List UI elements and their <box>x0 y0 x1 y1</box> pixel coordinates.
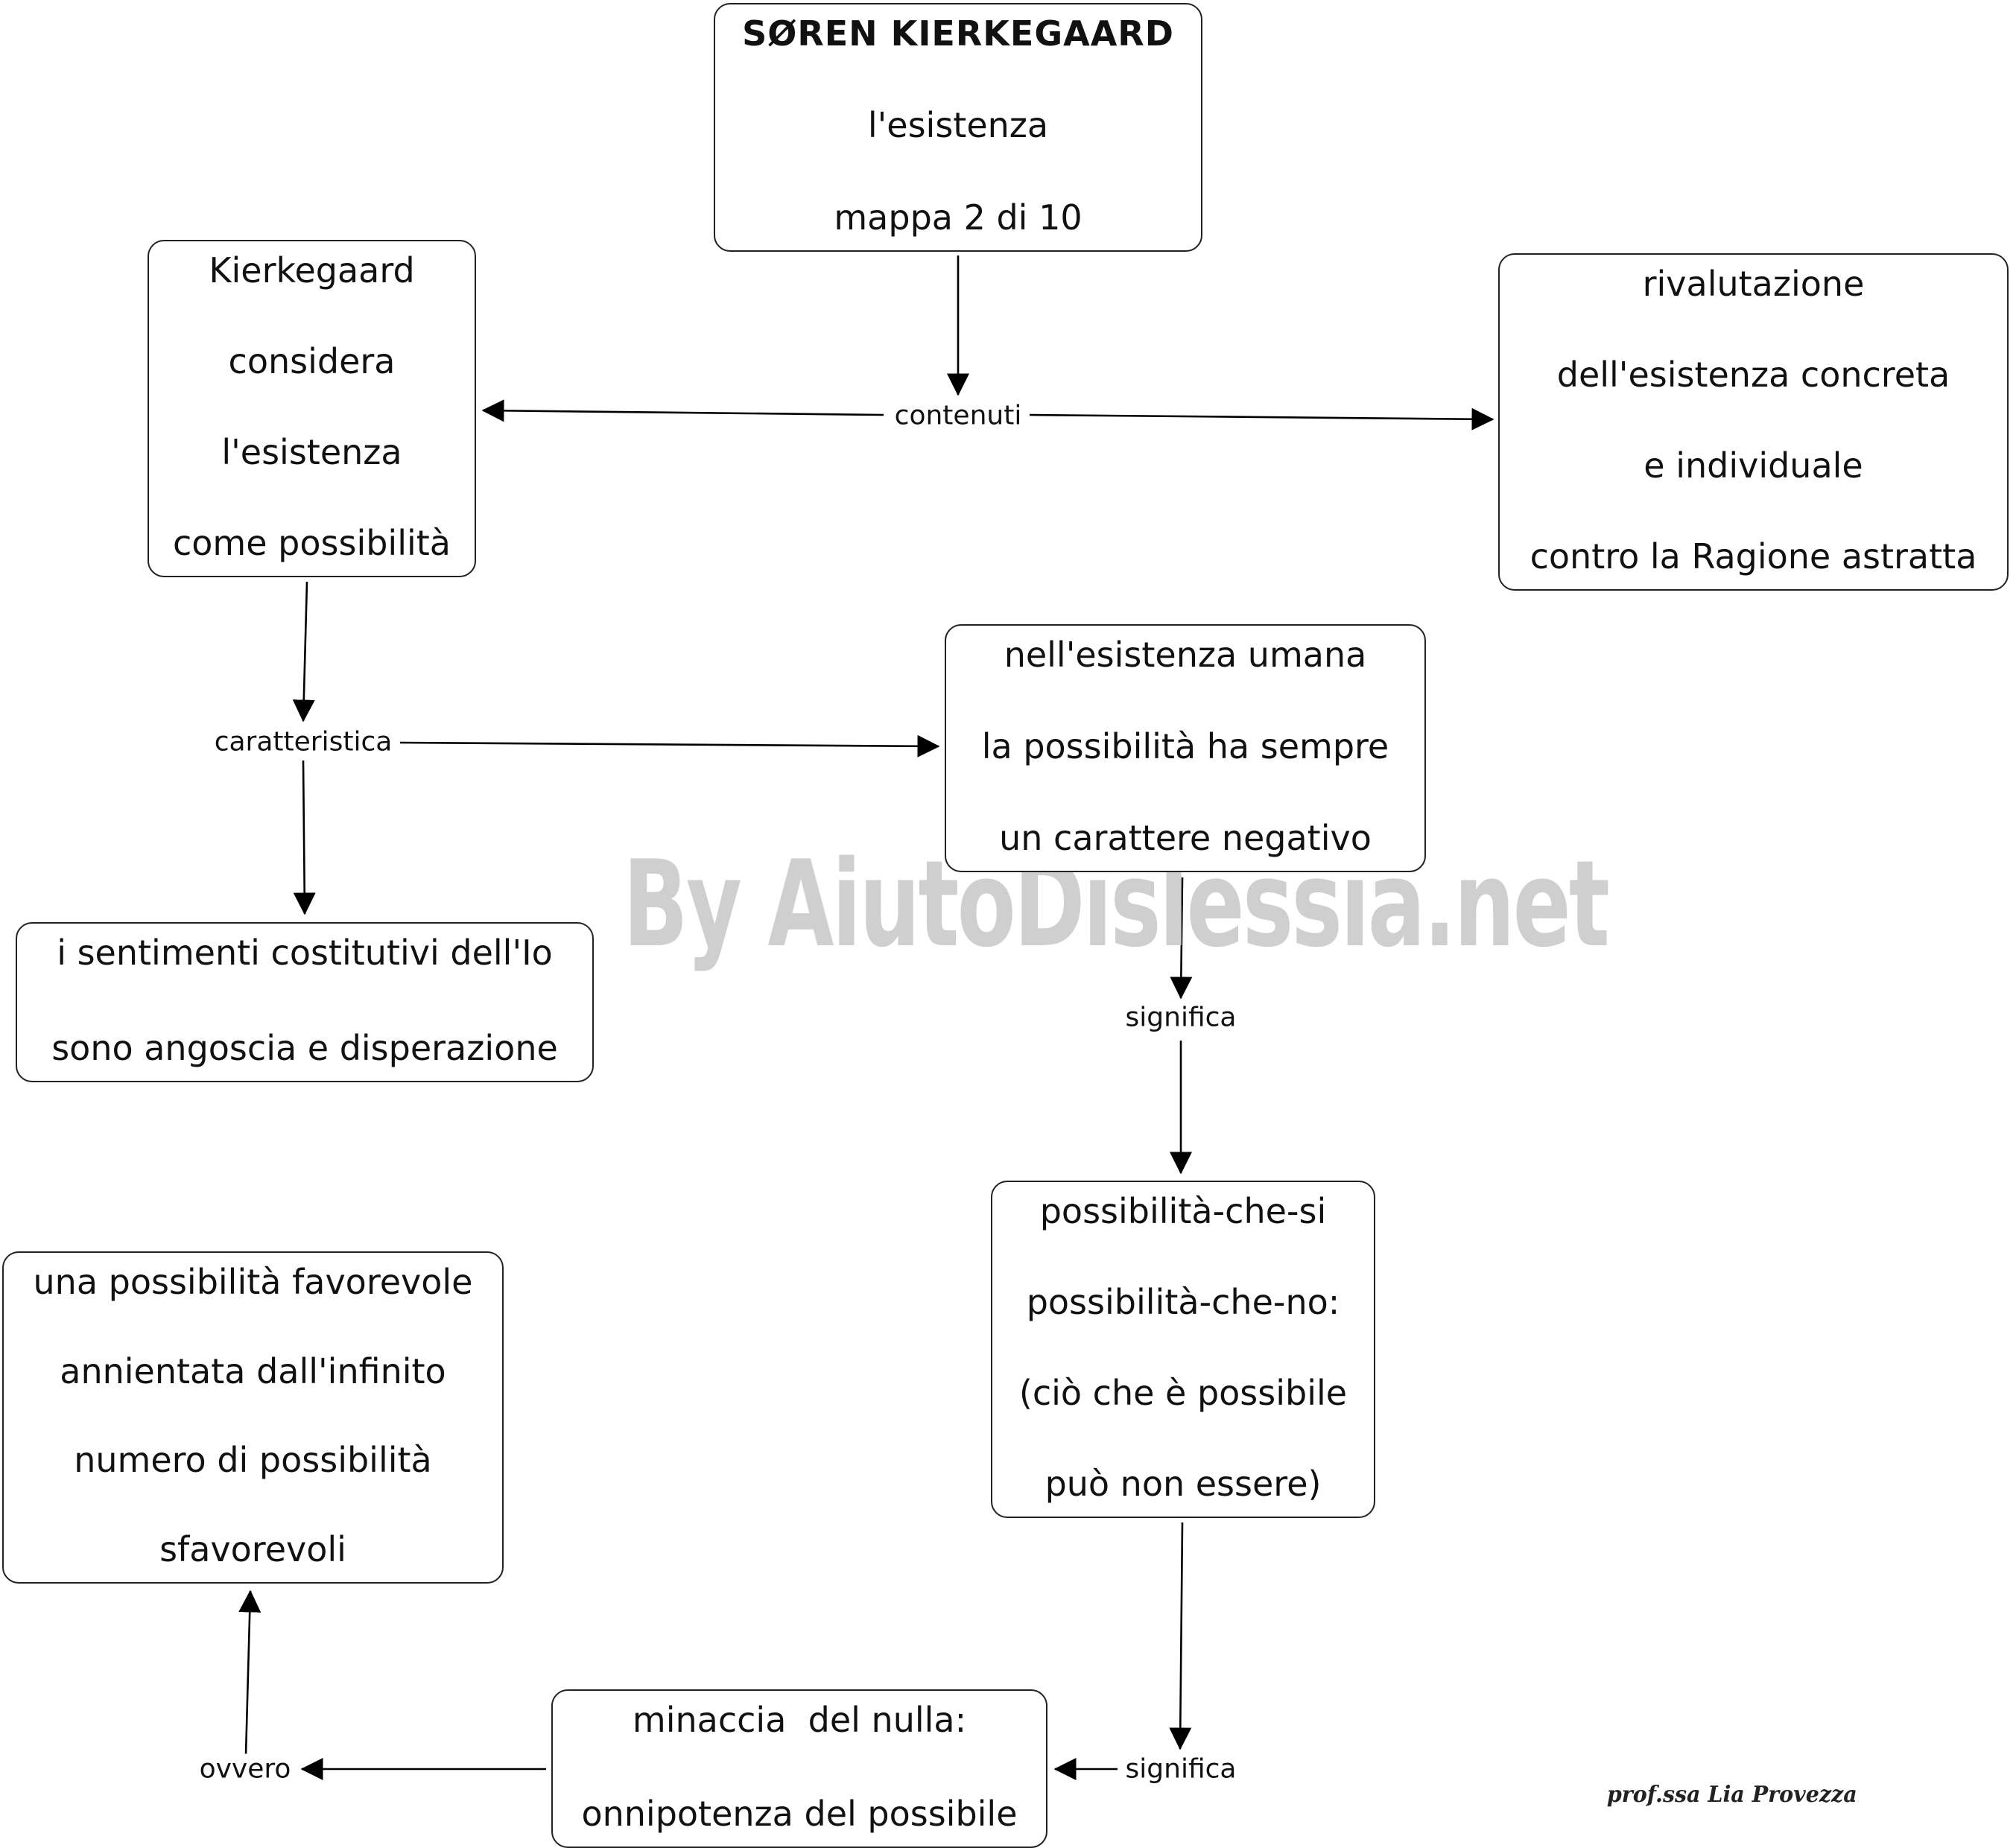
node-text-line: e individuale <box>1643 445 1863 486</box>
connector-contenuti-rivalutazione <box>1029 407 1494 431</box>
link-label-contenuti: contenuti <box>888 400 1028 431</box>
node-text-line: considera <box>228 340 396 381</box>
node-minaccia-nulla[interactable]: minaccia del nulla: onnipotenza del poss… <box>551 1689 1047 1848</box>
node-possibilita-favorevole[interactable]: una possibilità favorevole annientata da… <box>2 1251 504 1584</box>
connector-ovvero-favorevole <box>238 1590 261 1756</box>
node-title-map-number: mappa 2 di 10 <box>834 197 1083 238</box>
node-text-line: contro la Ragione astratta <box>1530 536 1977 577</box>
node-considera[interactable]: Kierkegaard considera l'esistenza come p… <box>148 240 476 577</box>
link-label-significa: significa <box>1119 1753 1243 1785</box>
node-rivalutazione[interactable]: rivalutazione dell'esistenza concreta e … <box>1498 253 2009 591</box>
node-text-line: nell'esistenza umana <box>1004 635 1367 675</box>
node-text-line: rivalutazione <box>1642 264 1865 304</box>
node-text-line: i sentimenti costitutivi dell'Io <box>57 933 553 973</box>
node-text-line: sono angoscia e disperazione <box>51 1027 558 1068</box>
node-text-line: un carattere negativo <box>999 817 1372 858</box>
node-text-line: la possibilità ha sempre <box>981 725 1389 766</box>
node-sentimenti[interactable]: i sentimenti costitutivi dell'Io sono an… <box>16 922 594 1082</box>
node-text-line: Kierkegaard <box>209 250 415 290</box>
link-label-significa: significa <box>1119 1002 1243 1033</box>
node-possibilita-si-no[interactable]: possibilità-che-si possibilità-che-no: (… <box>991 1181 1375 1518</box>
node-title-subtitle: l'esistenza <box>867 105 1049 146</box>
connector-possibilita-significa <box>1169 1522 1192 1750</box>
node-title-heading: SØREN KIERKEGAARD <box>742 13 1174 54</box>
node-carattere-negativo[interactable]: nell'esistenza umana la possibilità ha s… <box>945 624 1426 872</box>
node-text-line: onnipotenza del possibile <box>581 1793 1018 1834</box>
connector-caratteristica-negativo <box>399 734 940 758</box>
connector-contenuti-considera <box>481 399 884 422</box>
node-text-line: una possibilità favorevole <box>33 1262 473 1302</box>
node-text-line: minaccia del nulla: <box>632 1700 967 1740</box>
node-text-line: dell'esistenza concreta <box>1556 354 1950 395</box>
connector-caratteristica-sentimenti <box>293 760 316 915</box>
link-label-ovvero: ovvero <box>193 1753 297 1785</box>
node-text-line: l'esistenza <box>221 431 402 472</box>
connector-negativo-significa <box>1170 877 1193 1000</box>
node-text-line: annientata dall'infinito <box>60 1350 446 1391</box>
node-text-line: possibilità-che-no: <box>1026 1281 1340 1322</box>
node-text-line: come possibilità <box>173 522 451 563</box>
node-text-line: possibilità-che-si <box>1039 1191 1327 1231</box>
node-text-line: può non essere) <box>1045 1463 1322 1504</box>
author-signature: prof.ssa Lia Provezza <box>1606 1782 1857 1808</box>
connector-considera-caratteristica <box>292 581 315 723</box>
node-text-line: numero di possibilità <box>74 1440 432 1481</box>
node-title[interactable]: SØREN KIERKEGAARD l'esistenza mappa 2 di… <box>714 3 1202 252</box>
node-text-line: (ciò che è possibile <box>1018 1372 1348 1413</box>
node-text-line: sfavorevoli <box>159 1528 346 1569</box>
link-label-caratteristica: caratteristica <box>208 726 399 758</box>
